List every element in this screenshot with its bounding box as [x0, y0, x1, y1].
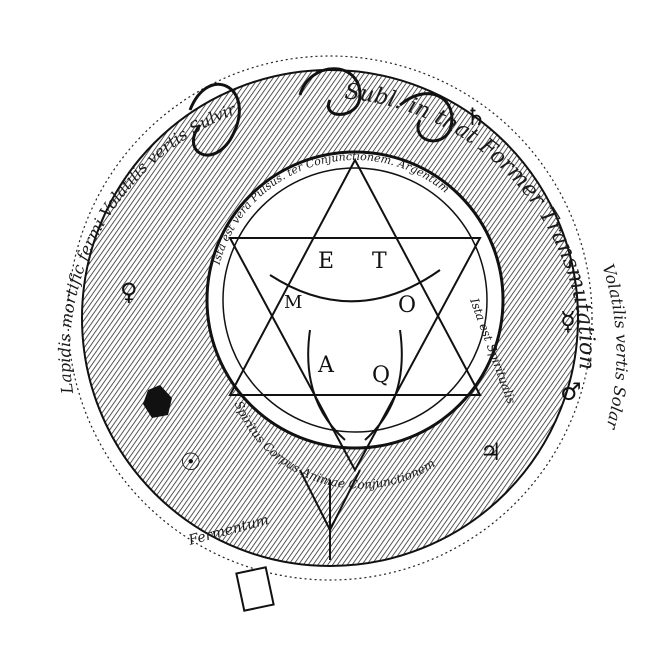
planet-symbol-2: ♂ — [560, 378, 582, 406]
bottom-tab — [236, 567, 273, 610]
hexagram-letter-e: E — [318, 249, 334, 274]
hexagram-letter-m: M — [284, 292, 302, 313]
hexagram-letter-o: O — [398, 293, 416, 318]
hexagram-letter-q: Q — [372, 363, 390, 388]
hexagram-letter-t: T — [372, 249, 387, 274]
planet-symbol-4: ☉ — [180, 448, 202, 476]
planet-symbol-3: ♀ — [120, 278, 138, 306]
outer-inscription-right: Volatilis vertis Solar — [598, 262, 631, 433]
planet-symbol-5: ♃ — [480, 438, 502, 466]
hexagram-letter-a: A — [317, 353, 335, 378]
